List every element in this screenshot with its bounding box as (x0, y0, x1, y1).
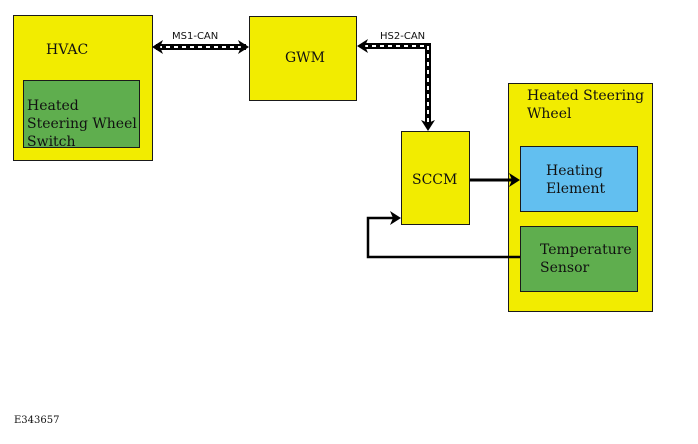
sccm-module (401, 131, 470, 225)
heated-steering-wheel-switch (23, 80, 140, 148)
gwm-module (249, 16, 357, 101)
sensor-to-sccm-arrow (366, 211, 520, 259)
hs2-can-link (357, 39, 435, 131)
switch-label: Heated Steering Wheel Switch (27, 98, 137, 150)
sccm-to-heating-arrow (470, 173, 520, 187)
temperature-sensor-label: Temperature Sensor (540, 242, 632, 276)
heating-element-label: Heating Element (546, 163, 606, 197)
sccm-label: SCCM (412, 172, 458, 188)
gwm-label: GWM (285, 50, 325, 66)
heating-element (520, 146, 638, 212)
figure-id: E343657 (14, 415, 60, 426)
hvac-label: HVAC (46, 42, 89, 58)
hs2-can-label: HS2-CAN (380, 31, 426, 42)
temperature-sensor (520, 226, 638, 292)
wheel-label: Heated Steering Wheel (527, 88, 645, 122)
ms1-can-label: MS1-CAN (172, 31, 219, 42)
ms1-can-link (152, 40, 249, 54)
